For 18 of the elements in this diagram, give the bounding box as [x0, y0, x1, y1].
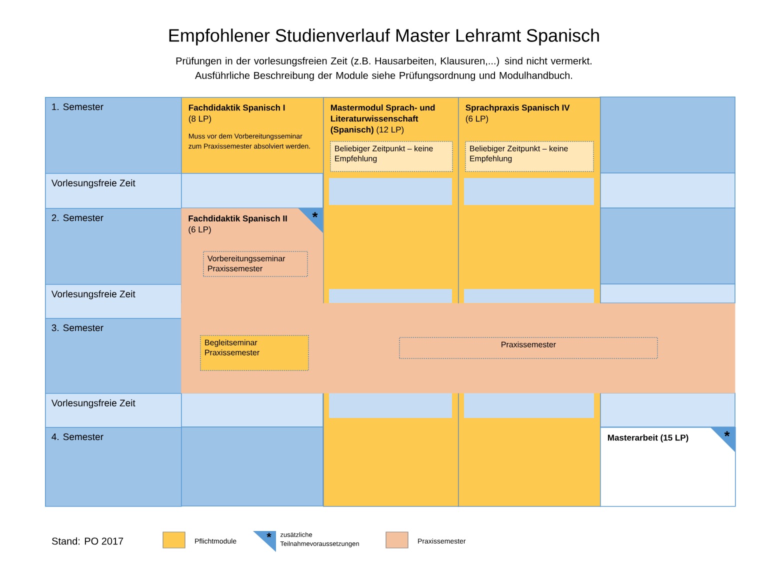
row-label-cell: 2. Semester [45, 208, 182, 285]
note-box: Vorbereitungsseminar Praxissemester [203, 251, 308, 277]
row-label-cell: 1. Semester [45, 97, 182, 174]
asterisk: * [266, 532, 272, 538]
row-label-cell: 4. Semester [45, 427, 182, 507]
row-label-cell: Vorlesungsfreie Zeit [45, 393, 182, 428]
row-label-cell: Vorlesungsfreie Zeit [45, 173, 182, 209]
row-label-cell: 3. Semester [45, 318, 182, 394]
title: Empfohlener Studienverlauf Master Lehramt Spanisch [169, 28, 599, 46]
note-box: Begleitseminar Praxissemester [200, 335, 309, 371]
note-box: Beliebiger Zeitpunkt – keine Empfehlung [465, 141, 594, 172]
asterisk: * [724, 431, 730, 436]
row-label-cell: Vorlesungsfreie Zeit [45, 284, 182, 319]
note-box: Beliebiger Zeitpunkt – keine Empfehlung [330, 141, 453, 172]
note-box: Praxissemester [399, 337, 658, 359]
asterisk: * [312, 212, 318, 218]
subtitle: Prüfungen in der vorlesungsfreien Zeit (z.B. Hausarbeiten, Klausuren,...) sind nicht vermerkt. Ausführliche Beschreibung der Module siehe Prüfungsordnung und Modulhandbuch. [176, 57, 592, 81]
footnote: Stand: PO 2017 [52, 537, 124, 545]
